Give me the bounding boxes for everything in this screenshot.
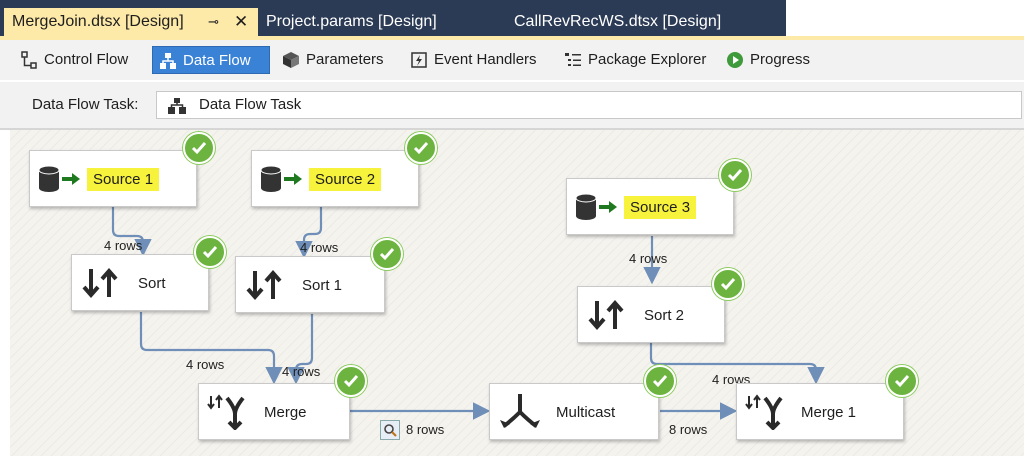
data-flow-task-icon	[168, 98, 186, 114]
component-merge-1[interactable]: Merge 1	[736, 383, 904, 440]
path-row-count: 4 rows	[104, 238, 143, 253]
tab-label: Parameters	[306, 51, 384, 68]
tab-control-flow[interactable]: Control Flow	[14, 46, 146, 74]
path-row-count: 4 rows	[629, 251, 668, 266]
tab-parameters[interactable]: Parameters	[276, 46, 394, 74]
pin-icon[interactable]: ⊸	[208, 14, 219, 29]
component-label: Sort	[138, 275, 166, 292]
success-check-icon	[719, 159, 751, 191]
tab-data-flow[interactable]: Data Flow	[152, 46, 270, 74]
success-check-icon	[644, 365, 676, 397]
tab-progress[interactable]: Progress	[720, 46, 830, 74]
tab-label: Progress	[750, 51, 811, 68]
path-row-count: 4 rows	[282, 364, 321, 379]
multicast-icon	[500, 394, 540, 428]
control-flow-icon	[21, 51, 37, 69]
document-tabstrip: MergeJoin.dtsx [Design] ⊸ ✕ Project.para…	[0, 0, 1024, 36]
tab-package-explorer[interactable]: Package Explorer	[558, 46, 718, 74]
component-label: Sort 1	[302, 277, 343, 294]
tab-label: Project.params [Design]	[266, 13, 437, 30]
progress-icon	[727, 52, 743, 68]
success-check-icon	[886, 365, 918, 397]
tab-label: Control Flow	[44, 51, 129, 68]
task-select[interactable]: Data Flow Task	[156, 91, 1022, 119]
success-check-icon	[183, 132, 215, 164]
package-explorer-icon	[565, 53, 581, 66]
path-row-count: 8 rows	[406, 422, 445, 437]
tab-event-handlers[interactable]: Event Handlers	[404, 46, 548, 74]
tab-mergejoin[interactable]: MergeJoin.dtsx [Design] ⊸ ✕	[4, 8, 258, 36]
success-check-icon	[371, 238, 403, 270]
component-source-2[interactable]: Source 2	[251, 150, 419, 207]
component-source-1[interactable]: Source 1	[29, 150, 197, 207]
close-icon[interactable]: ✕	[234, 12, 249, 31]
designer-toolbar: Control Flow Data Flow Parameters Event …	[0, 40, 1024, 80]
component-source-3[interactable]: Source 3	[566, 178, 734, 235]
path-row-count: 4 rows	[300, 240, 339, 255]
path-row-count: 8 rows	[669, 422, 708, 437]
tab-label: Package Explorer	[588, 51, 707, 68]
sort-icon	[82, 267, 118, 299]
component-sort[interactable]: Sort	[71, 254, 209, 311]
merge-icon	[745, 394, 783, 430]
data-viewer-icon[interactable]	[380, 420, 400, 440]
data-flow-icon	[160, 53, 176, 69]
component-merge[interactable]: Merge	[198, 383, 350, 440]
event-handlers-icon	[411, 52, 427, 68]
task-label: Data Flow Task:	[32, 96, 139, 113]
parameters-icon	[283, 52, 299, 68]
component-multicast[interactable]: Multicast	[489, 383, 659, 440]
component-label: Source 1	[87, 168, 160, 191]
source-icon	[575, 193, 617, 220]
success-check-icon	[194, 236, 226, 268]
component-label: Multicast	[556, 404, 616, 421]
component-label: Source 2	[309, 168, 382, 191]
sort-icon	[246, 269, 282, 301]
path-row-count: 4 rows	[186, 357, 225, 372]
task-selector-row: Data Flow Task: Data Flow Task	[0, 82, 1024, 130]
success-check-icon	[712, 268, 744, 300]
component-sort-1[interactable]: Sort 1	[235, 256, 385, 313]
tab-label: CallRevRecWS.dtsx [Design]	[514, 13, 722, 30]
success-check-icon	[405, 132, 437, 164]
source-icon	[260, 165, 302, 192]
success-check-icon	[335, 365, 367, 397]
tab-label: Event Handlers	[434, 51, 537, 68]
active-tab-underline	[0, 36, 1024, 40]
sort-icon	[588, 299, 624, 331]
tab-project-params[interactable]: Project.params [Design]	[266, 8, 437, 36]
merge-icon	[207, 394, 245, 430]
component-label: Sort 2	[644, 307, 685, 324]
component-sort-2[interactable]: Sort 2	[577, 286, 725, 343]
tab-label: Data Flow	[183, 52, 251, 69]
component-label: Merge	[264, 404, 307, 421]
tab-callrevrecws[interactable]: CallRevRecWS.dtsx [Design]	[514, 8, 721, 36]
component-label: Merge 1	[801, 404, 857, 421]
source-icon	[38, 165, 80, 192]
tab-label: MergeJoin.dtsx [Design]	[12, 13, 184, 30]
component-label: Source 3	[624, 196, 697, 219]
task-select-value: Data Flow Task	[199, 96, 302, 113]
